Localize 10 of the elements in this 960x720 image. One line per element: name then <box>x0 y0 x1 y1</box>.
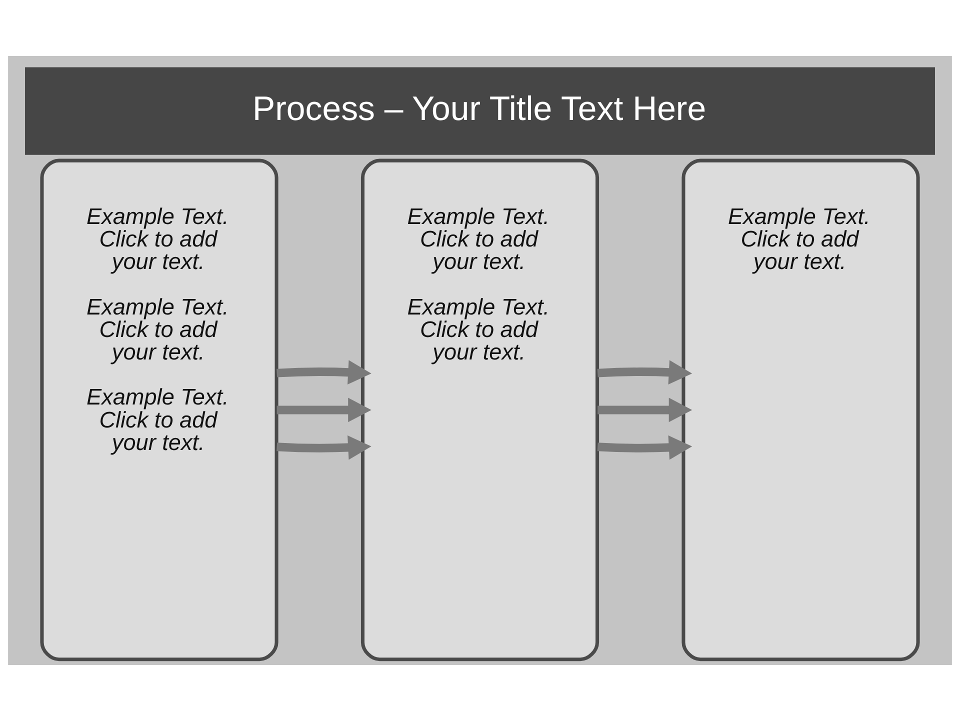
arrow <box>598 397 692 422</box>
diagram-title: Process – Your Title Text Here <box>252 89 706 128</box>
arrow <box>276 434 372 460</box>
arrow <box>597 360 692 384</box>
node-box: Example Text. Click to add your text. Example Text. Click to add your text. Example Text. Click to add your text. <box>40 158 278 661</box>
arrow <box>276 397 372 422</box>
arrow <box>597 434 692 460</box>
node-box: Example Text. Click to add your text. <box>682 158 920 661</box>
node-box: Example Text. Click to add your text. Example Text. Click to add your text. <box>360 158 600 661</box>
arrow <box>276 360 372 384</box>
